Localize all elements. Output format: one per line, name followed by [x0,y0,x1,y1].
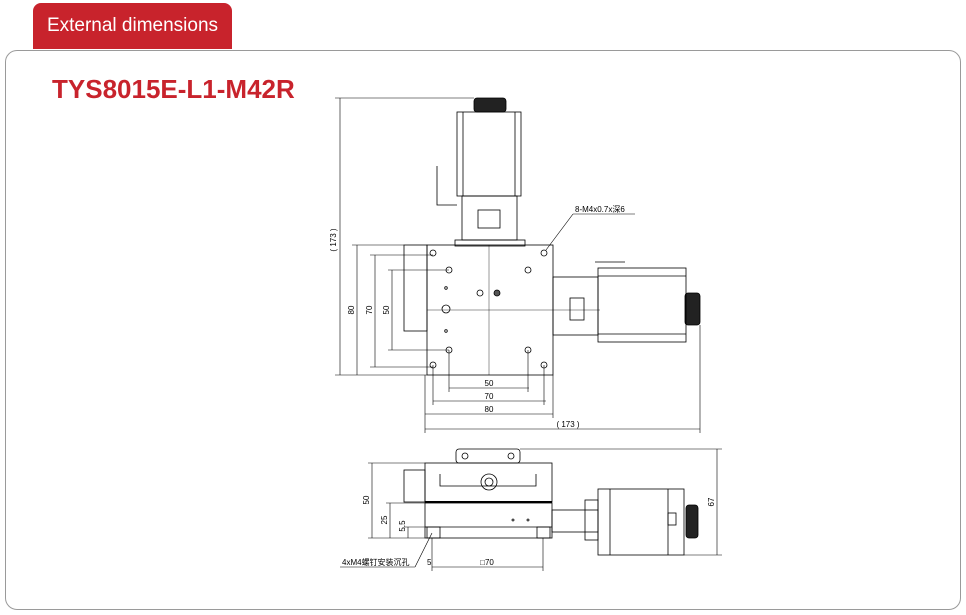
dim-70-vertical: 70 [365,305,374,314]
dim-173-vertical: ( 173 ) [329,228,338,251]
top-motor [436,97,526,247]
dim-80-vertical: 80 [347,305,356,314]
dim-50-horizontal: 50 [485,379,494,388]
dim-70-square: □70 [480,558,494,567]
right-motor [552,261,701,343]
dim-50-vertical: 50 [382,305,391,314]
dim-5.5-height: 5.5 [398,520,407,532]
top-dim-lines [335,97,701,433]
left-bracket [403,244,428,332]
dim-25-height: 25 [380,515,389,524]
dim-70-horizontal: 70 [485,392,494,401]
side-view: 50 25 5.5 67 □70 5 4xM4螺钉安装沉孔 [340,448,722,571]
dim-80-horizontal: 80 [485,405,494,414]
model-title: TYS8015E-L1-M42R [52,74,295,104]
top-view: ( 173 ) 80 70 50 50 70 80 ( 173 ) 8-M4x0… [329,97,701,433]
content-panel [5,50,961,610]
dim-173-horizontal: ( 173 ) [556,420,579,429]
external-dimensions-tab[interactable]: External dimensions [33,3,232,49]
tapped-hole-callout: 8-M4x0.7x深6 [575,205,625,214]
dim-5-offset: 5 [427,558,432,567]
dim-67-height: 67 [707,497,716,506]
counterbore-callout: 4xM4螺钉安装沉孔 [342,557,410,567]
dim-50-height: 50 [362,495,371,504]
